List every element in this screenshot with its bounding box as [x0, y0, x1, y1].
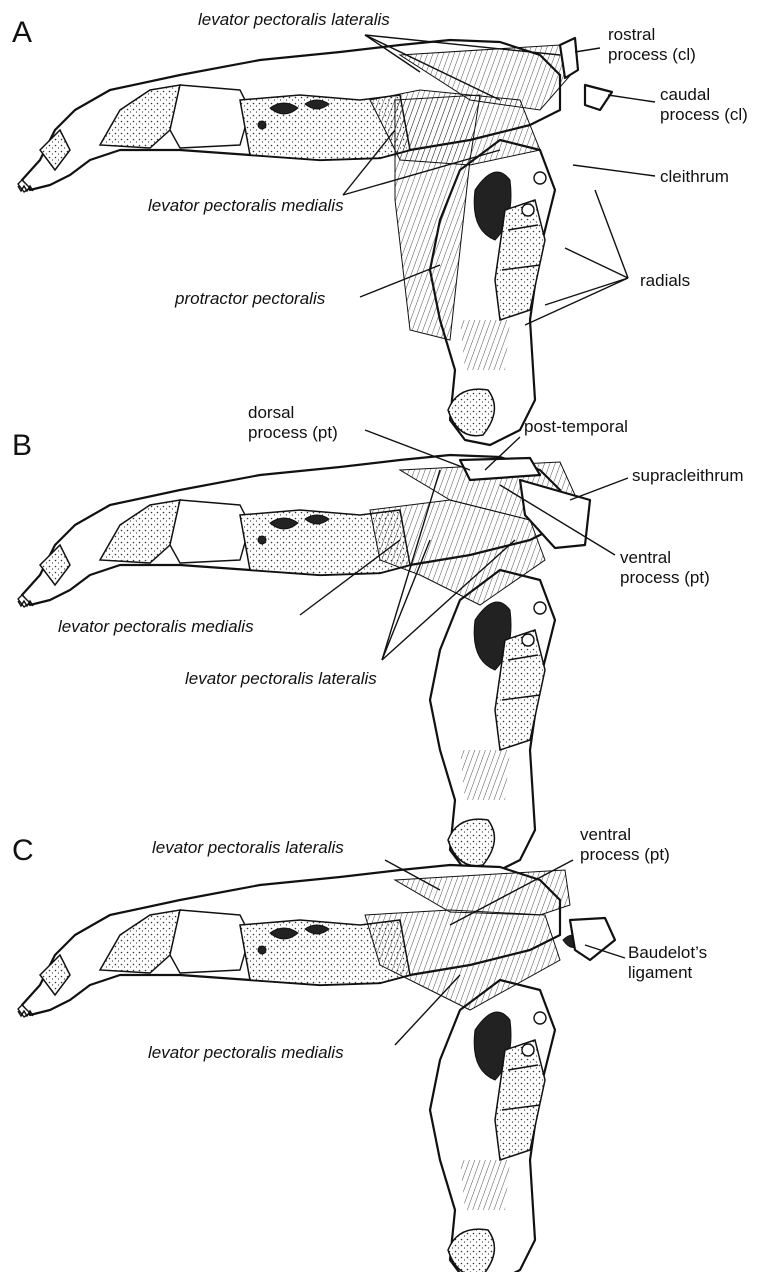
label-a-lpm: levator pectoralis medialis — [148, 196, 344, 215]
label-b-posttemporal: post-temporal — [524, 417, 628, 436]
label-a-caudal-l1: caudal — [660, 85, 710, 104]
label-c-ventral-l1: ventral — [580, 825, 631, 844]
panel-letter-c: C — [12, 834, 34, 867]
label-c-lpm: levator pectoralis medialis — [148, 1043, 344, 1062]
label-c-baudelot-l1: Baudelot’s — [628, 943, 707, 962]
label-b-dorsal-l2: process (pt) — [248, 423, 338, 442]
panel-a-caudal-process — [585, 85, 612, 110]
label-a-caudal-l2: process (cl) — [660, 105, 748, 124]
panel-letter-b: B — [12, 429, 32, 462]
label-c-lpl: levator pectoralis lateralis — [152, 838, 344, 857]
panel-c-girdle — [430, 980, 555, 1272]
label-b-lpm: levator pectoralis medialis — [58, 617, 254, 636]
label-c-baudelot-l2: ligament — [628, 963, 693, 982]
label-b-dorsal-l1: dorsal — [248, 403, 294, 422]
panel-letter-a: A — [12, 16, 32, 49]
panel-b-post-temporal — [460, 458, 540, 480]
label-c-ventral-l2: process (pt) — [580, 845, 670, 864]
label-a-cleithrum: cleithrum — [660, 167, 729, 186]
panel-b-girdle — [430, 570, 555, 875]
label-b-ventral-l1: ventral — [620, 548, 671, 567]
label-a-radials: radials — [640, 271, 690, 290]
label-b-lpl: levator pectoralis lateralis — [185, 669, 377, 688]
label-a-lpl: levator pectoralis lateralis — [198, 10, 390, 29]
label-a-rostral-l2: process (cl) — [608, 45, 696, 64]
label-b-supracleithrum: supracleithrum — [632, 466, 744, 485]
label-b-ventral-l2: process (pt) — [620, 568, 710, 587]
label-a-protractor: protractor pectoralis — [174, 289, 326, 308]
label-a-rostral-l1: rostral — [608, 25, 655, 44]
panel-c-supracleithrum — [570, 918, 615, 960]
